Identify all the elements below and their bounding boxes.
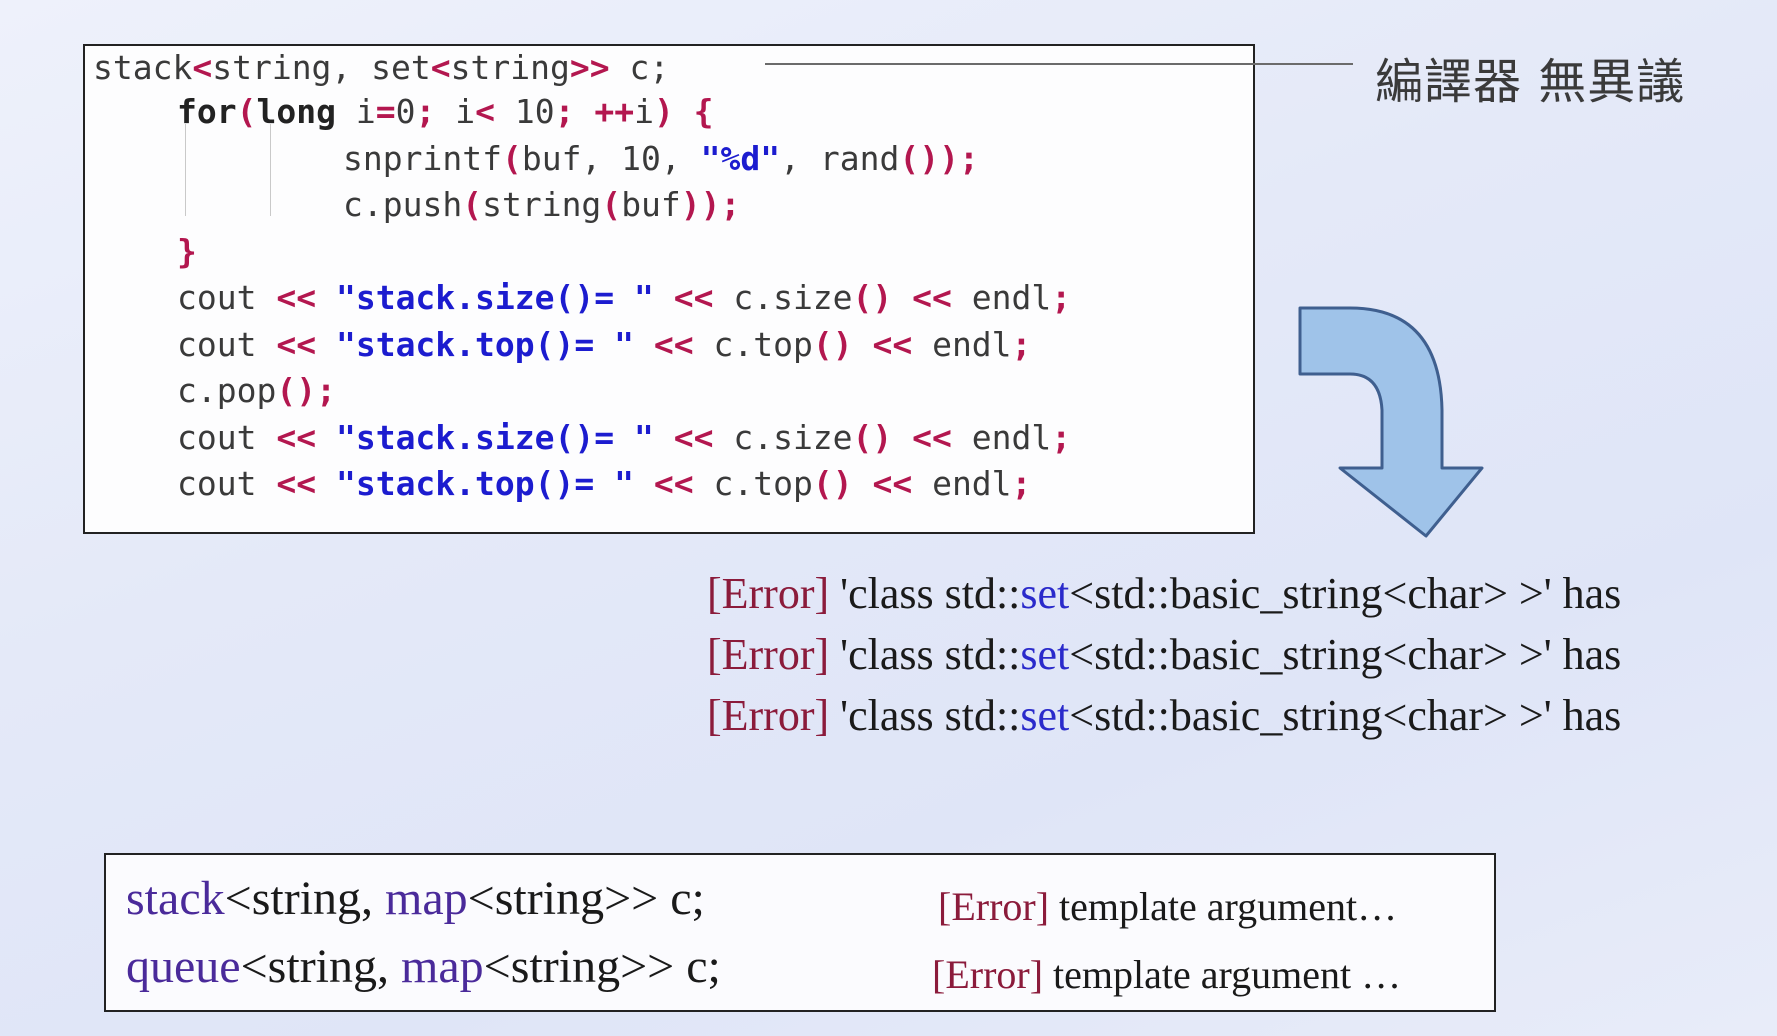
curved-down-arrow-icon <box>1298 306 1484 538</box>
bottom-code-queue: queue<string, map<string>> c; <box>126 940 721 993</box>
error-line: [Error] 'class std::set<std::basic_strin… <box>707 630 1622 679</box>
code-line-snprintf: snprintf(buf, 10, "%d", rand()); <box>343 139 979 178</box>
code-line-declaration: stack<string, set<string>> c; <box>93 48 670 87</box>
annotation-compiler-no-objection: 編譯器 無異議 <box>1375 54 1686 110</box>
code-block: stack<string, set<string>> c; for(long i… <box>83 44 1255 534</box>
code-line-cout-top-2: cout << "stack.top()= " << c.top() << en… <box>177 464 1032 503</box>
bottom-code-stack: stack<string, map<string>> c; <box>126 872 705 925</box>
code-line-close-brace: } <box>177 232 197 271</box>
code-line-pop: c.pop(); <box>177 371 336 410</box>
code-line-push: c.push(string(buf)); <box>343 185 741 224</box>
error-line: [Error] 'class std::set<std::basic_strin… <box>707 691 1622 740</box>
annotation-leader-line <box>765 63 1353 65</box>
code-line-cout-size: cout << "stack.size()= " << c.size() << … <box>177 278 1072 317</box>
bottom-error-queue: [Error] template argument … <box>932 952 1402 997</box>
code-line-for: for(long i=0; i< 10; ++i) { <box>177 92 714 131</box>
code-line-cout-top: cout << "stack.top()= " << c.top() << en… <box>177 325 1032 364</box>
indent-guide <box>270 124 271 216</box>
indent-guide <box>185 124 186 216</box>
bottom-example-box: stack<string, map<string>> c; [Error] te… <box>104 853 1496 1012</box>
code-line-cout-size-2: cout << "stack.size()= " << c.size() << … <box>177 418 1072 457</box>
error-line: [Error] 'class std::set<std::basic_strin… <box>707 569 1622 618</box>
bottom-error-stack: [Error] template argument… <box>938 884 1398 929</box>
